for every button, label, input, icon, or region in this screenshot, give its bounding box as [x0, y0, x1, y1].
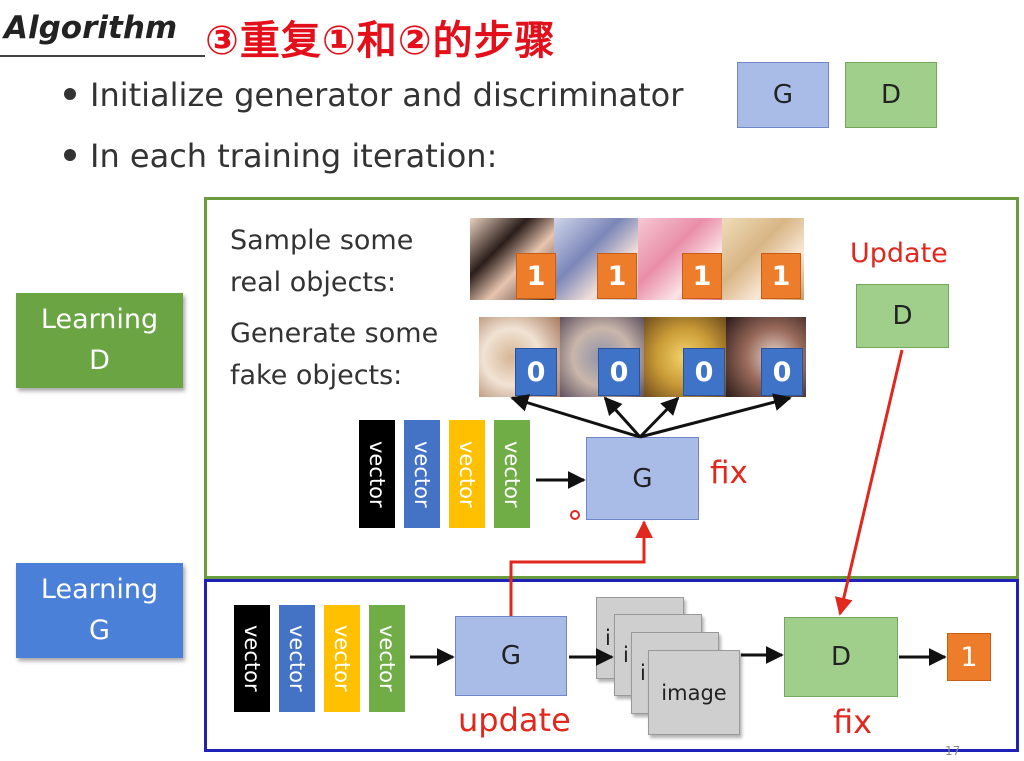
discriminator-update-box: D [856, 284, 949, 348]
sample-real-line1: Sample some [230, 225, 414, 256]
arrow-g-to-fake-2 [603, 396, 642, 439]
discriminator-box: D [784, 617, 898, 697]
bullet-dot-icon [64, 88, 76, 100]
learning-d-line1: Learning [40, 304, 159, 335]
latent-vector: vector [359, 420, 395, 528]
update-label: Update [850, 238, 948, 269]
bullet-text: Initialize generator and discriminator [90, 76, 684, 114]
real-label-badge: 1 [682, 253, 722, 299]
learning-d-frame [204, 197, 1019, 579]
learning-g-frame [204, 579, 1019, 752]
sample-real-line2: real objects: [230, 267, 397, 298]
generator-box: G [586, 437, 699, 520]
learning-g-line2: G [89, 614, 110, 646]
bullet-iteration: In each training iteration: [64, 137, 497, 175]
image-card-label: i [623, 643, 629, 667]
image-card-label: image [661, 680, 727, 705]
latent-vector: vector [324, 605, 360, 712]
title-underline [0, 55, 205, 57]
generator-fix-label: fix [710, 455, 748, 491]
vector-label: vector [500, 440, 524, 508]
latent-vector: vector [404, 420, 440, 528]
generate-fake-label: Generate some fake objects: [230, 313, 438, 397]
bullet-dot-icon [64, 149, 76, 161]
generate-fake-line1: Generate some [230, 318, 439, 349]
output-score-badge: 1 [947, 633, 991, 681]
generate-fake-line2: fake objects: [230, 360, 403, 391]
arrow-g-to-fake-1 [510, 394, 641, 439]
latent-vector: vector [449, 420, 485, 528]
slide-title: Algorithm [4, 10, 178, 46]
real-label-badge: 1 [761, 253, 801, 299]
fake-label-badge: 0 [515, 348, 557, 396]
sample-real-label: Sample some real objects: [230, 220, 413, 304]
generator-box: G [455, 616, 567, 696]
latent-vector: vector [234, 605, 270, 712]
fake-label-badge: 0 [761, 348, 803, 396]
latent-vector: vector [494, 420, 530, 528]
vector-label: vector [410, 440, 434, 508]
fake-label-badge: 0 [598, 348, 640, 396]
vector-label: vector [365, 440, 389, 508]
arrow-g-to-fake-3 [638, 396, 680, 439]
generated-image-card: image [648, 650, 740, 735]
fake-label-badge: 0 [683, 348, 725, 396]
vector-label: vector [455, 440, 479, 508]
handwritten-annotation: ③重复①和②的步骤 [205, 18, 556, 64]
real-label-badge: 1 [597, 253, 637, 299]
learning-g-line1: Learning [40, 574, 159, 605]
image-card-label: i [640, 661, 646, 685]
vector-label: vector [285, 625, 309, 692]
page-number: 17 [945, 744, 961, 758]
generator-update-label: update [458, 701, 571, 739]
discriminator-fix-label: fix [833, 703, 873, 741]
vector-label: vector [240, 625, 264, 692]
learning-d-line2: D [89, 344, 110, 376]
bullet-initialize: Initialize generator and discriminator [64, 76, 683, 114]
legend-generator-box: G [737, 62, 829, 128]
red-arrow-update-to-fixed-g [509, 520, 653, 616]
arrow-g-to-fake-4 [639, 393, 792, 439]
red-arrow-updated-d-to-fixed-d [834, 349, 904, 616]
bullet-text: In each training iteration: [90, 137, 498, 175]
legend-discriminator-box: D [845, 62, 937, 128]
latent-vector: vector [279, 605, 315, 712]
latent-vector: vector [369, 605, 405, 712]
image-card-label: i [605, 626, 611, 650]
vector-label: vector [330, 625, 354, 692]
vector-label: vector [375, 625, 399, 692]
red-pointer-dot [570, 510, 580, 520]
real-label-badge: 1 [516, 253, 556, 299]
